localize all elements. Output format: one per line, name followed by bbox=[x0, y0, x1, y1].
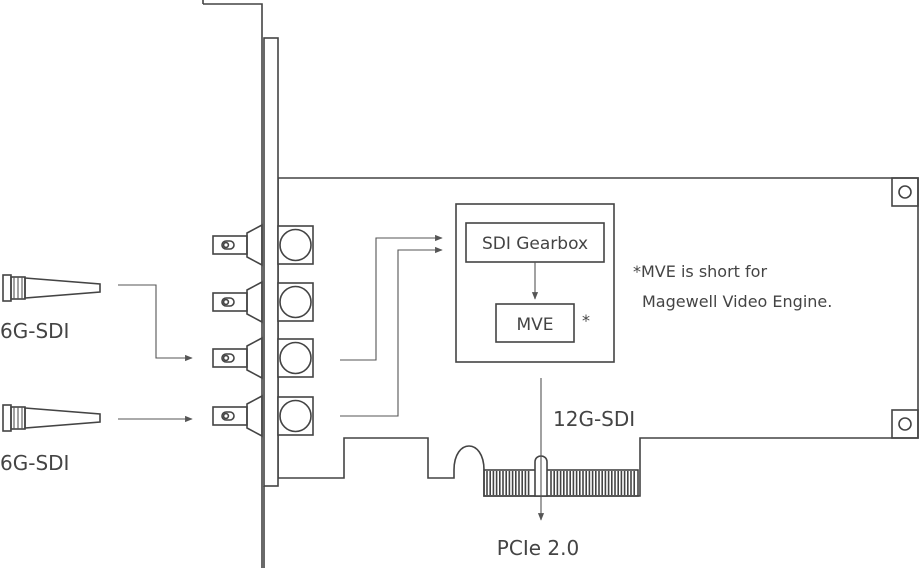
bnc-connectors bbox=[212, 223, 314, 438]
signal-arrow-2 bbox=[340, 246, 443, 417]
pcie-edge-connector bbox=[483, 455, 639, 497]
cable-top-label: 6G-SDI bbox=[0, 319, 69, 343]
mve-label: MVE bbox=[516, 315, 553, 335]
sdi-cable-bottom bbox=[2, 404, 101, 432]
mve-asterisk: * bbox=[582, 311, 590, 330]
bnc-connector-3 bbox=[212, 336, 314, 380]
sdi-gearbox-label: SDI Gearbox bbox=[482, 234, 588, 254]
sdi-cable-top bbox=[2, 274, 101, 302]
mounting-hole-top bbox=[891, 177, 919, 207]
signal-arrow-1 bbox=[340, 234, 443, 361]
cable-bottom-label: 6G-SDI bbox=[0, 451, 69, 475]
video-engine-box bbox=[455, 203, 615, 363]
pci-bracket bbox=[202, 0, 279, 568]
mve-box bbox=[495, 303, 575, 343]
bnc-connector-1 bbox=[212, 223, 314, 267]
mounting-hole-bottom bbox=[891, 409, 919, 439]
internal-link-label: 12G-SDI bbox=[553, 407, 635, 431]
mve-note-line2: Magewell Video Engine. bbox=[642, 292, 832, 311]
bus-label: PCIe 2.0 bbox=[497, 536, 579, 560]
pcb-board-outline bbox=[277, 177, 919, 497]
bnc-connector-4 bbox=[212, 394, 314, 438]
mve-note-line1: *MVE is short for bbox=[633, 262, 767, 281]
bnc-connector-2 bbox=[212, 280, 314, 324]
cable-top-arrow bbox=[118, 284, 193, 362]
